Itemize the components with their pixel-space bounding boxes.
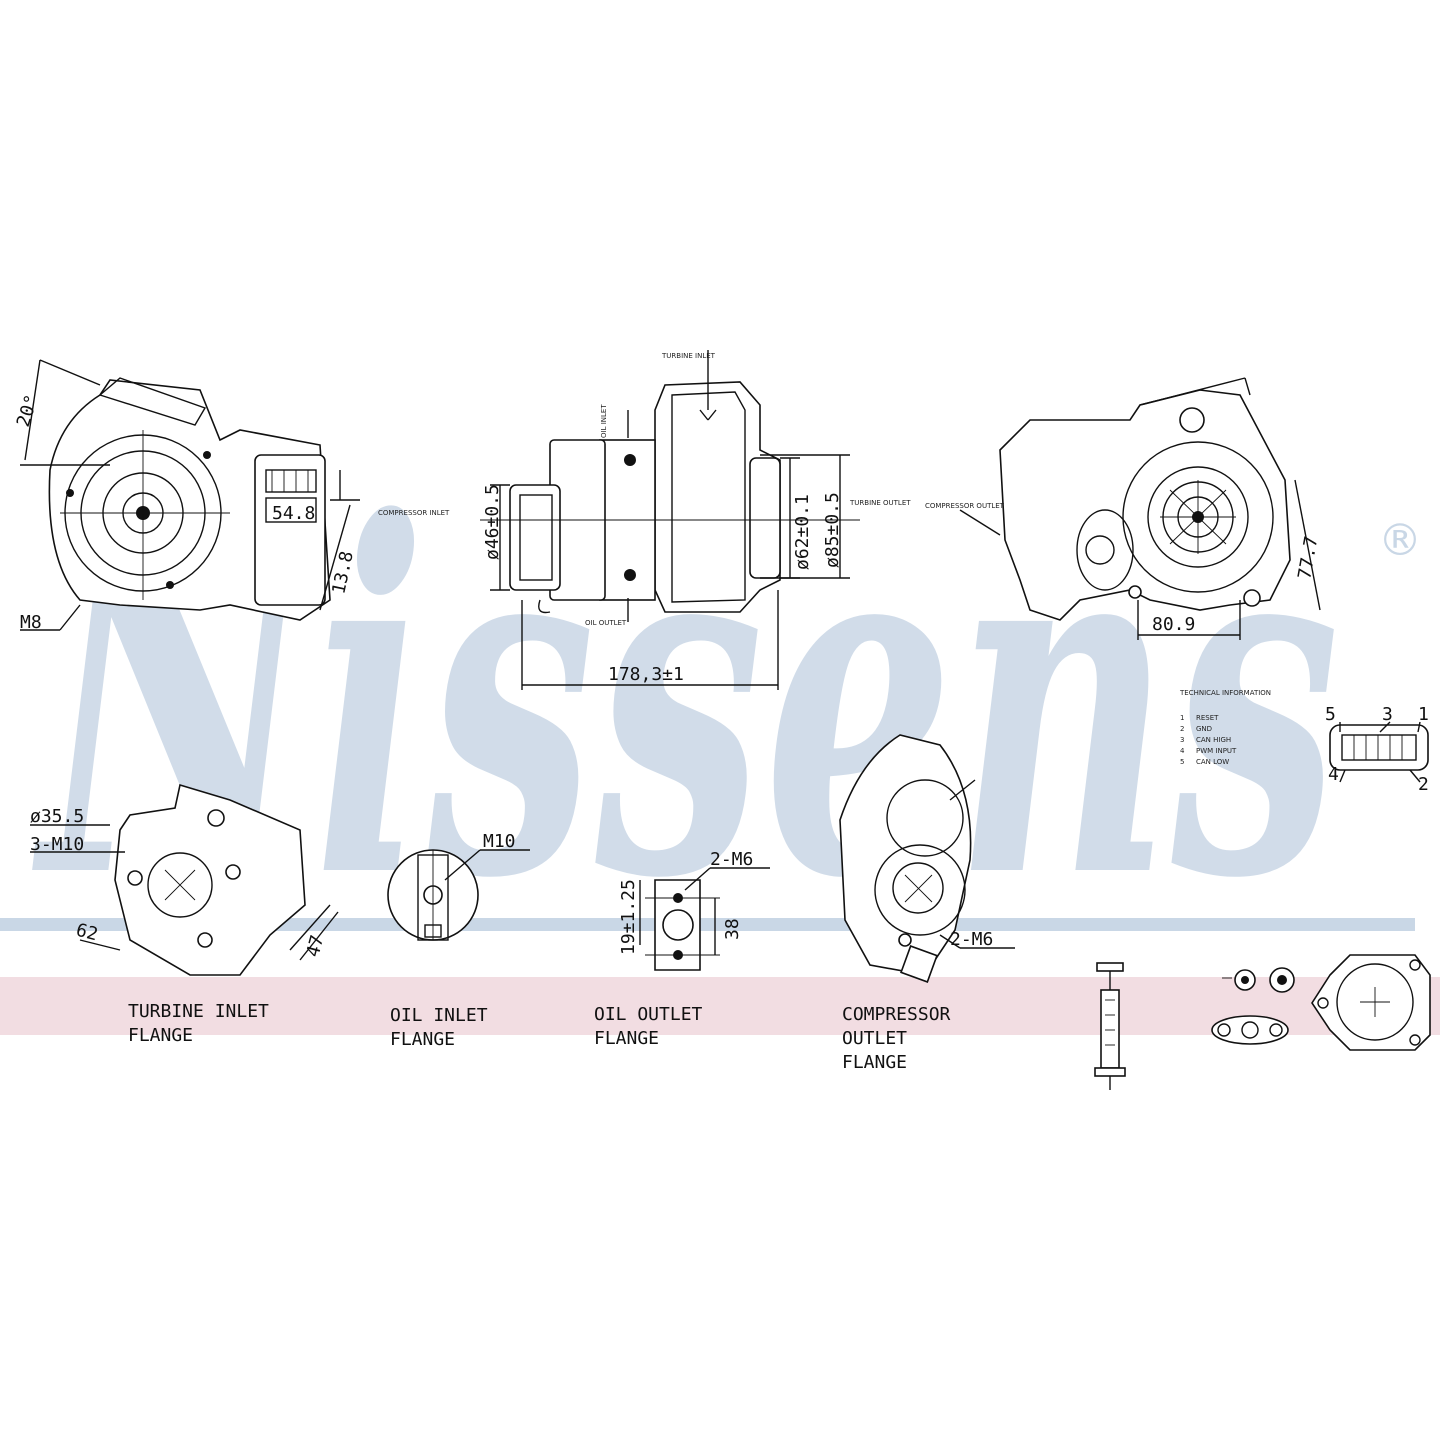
pin-4-no: 4 — [1180, 747, 1185, 755]
oil-outlet-label-1: OIL OUTLET — [594, 1004, 703, 1025]
oil-outlet-dim-38: 38 — [722, 918, 743, 940]
dim-80-9: 80.9 — [1152, 614, 1195, 635]
connector-plug-icon — [1329, 721, 1429, 783]
turbine-flange-label-1: TURBINE INLET — [128, 1001, 269, 1022]
dim-outlet-large-dia: ø85±0.5 — [822, 492, 843, 568]
dim-inlet-dia: ø46±0.5 — [482, 484, 503, 560]
dim-outlet-small-dia: ø62±0.1 — [792, 494, 813, 570]
lbl-compressor-inlet: COMPRESSOR INLET — [378, 509, 450, 517]
lbl-oil-outlet: OIL OUTLET — [585, 619, 627, 627]
oil-outlet-label-2: FLANGE — [594, 1028, 659, 1049]
oil-outlet-flange-drawing — [639, 867, 770, 971]
turbo-left-view — [20, 359, 360, 631]
sealant-syringe-icon — [1094, 962, 1126, 1090]
pin-label-2: 2 — [1418, 774, 1429, 795]
angle-dim: 20° — [13, 392, 43, 429]
oil-inlet-label-1: OIL INLET — [390, 1005, 488, 1026]
thread-m8-label: M8 — [20, 612, 42, 633]
compressor-outlet-label-2: OUTLET — [842, 1028, 907, 1049]
pin-label-3: 3 — [1382, 704, 1393, 725]
oil-outlet-bolts: 2-M6 — [710, 849, 753, 870]
lbl-oil-inlet: OIL INLET — [600, 404, 608, 438]
dim-54-8: 54.8 — [272, 503, 315, 524]
oil-inlet-label-2: FLANGE — [390, 1029, 455, 1050]
pin-2-text: GND — [1196, 725, 1212, 733]
turbo-right-view — [959, 377, 1321, 640]
lbl-turbine-inlet: TURBINE INLET — [661, 352, 716, 360]
oil-gasket-icon — [1211, 1015, 1289, 1045]
turbo-side-view — [480, 350, 860, 690]
flange-gasket-icon — [1311, 954, 1431, 1051]
pin-label-5: 5 — [1325, 704, 1336, 725]
compressor-outlet-label-1: COMPRESSOR — [842, 1004, 951, 1025]
compressor-outlet-flange-drawing — [839, 734, 1015, 983]
oil-outlet-dim-19: 19±1.25 — [618, 879, 639, 955]
turbine-flange-label-2: FLANGE — [128, 1025, 193, 1046]
turbine-inlet-flange-drawing — [30, 783, 339, 976]
turbine-flange-dia: ø35.5 — [30, 806, 84, 827]
oil-inlet-thread: M10 — [483, 831, 516, 852]
lbl-compressor-outlet: COMPRESSOR OUTLET — [925, 502, 1005, 510]
pink-label-band — [0, 977, 1440, 1035]
lbl-turbine-outlet: TURBINE OUTLET — [849, 499, 911, 507]
blue-rule-band — [0, 918, 1415, 931]
pin-3-text: CAN HIGH — [1196, 736, 1231, 744]
pin-label-4: 4 — [1328, 764, 1339, 785]
pin-1-no: 1 — [1180, 714, 1184, 722]
pin-3-no: 3 — [1180, 736, 1184, 744]
dim-length: 178,3±1 — [608, 664, 684, 685]
compressor-outlet-bolts: 2-M6 — [950, 929, 993, 950]
pin-label-1: 1 — [1418, 704, 1429, 725]
registered-mark: ® — [1378, 515, 1422, 566]
connector-info: TECHNICAL INFORMATION 1 RESET 2 GND 3 CA… — [1179, 689, 1429, 795]
washer-pair-icon — [1222, 967, 1295, 993]
oil-inlet-flange-drawing — [387, 849, 530, 941]
pin-1-text: RESET — [1196, 714, 1219, 722]
connector-title: TECHNICAL INFORMATION — [1179, 689, 1271, 697]
pin-4-text: PWM INPUT — [1196, 747, 1237, 755]
turbine-flange-bolts: 3-M10 — [30, 834, 84, 855]
compressor-outlet-label-3: FLANGE — [842, 1052, 907, 1073]
pin-5-no: 5 — [1180, 758, 1184, 766]
pin-2-no: 2 — [1180, 725, 1184, 733]
pin-5-text: CAN LOW — [1196, 758, 1229, 766]
